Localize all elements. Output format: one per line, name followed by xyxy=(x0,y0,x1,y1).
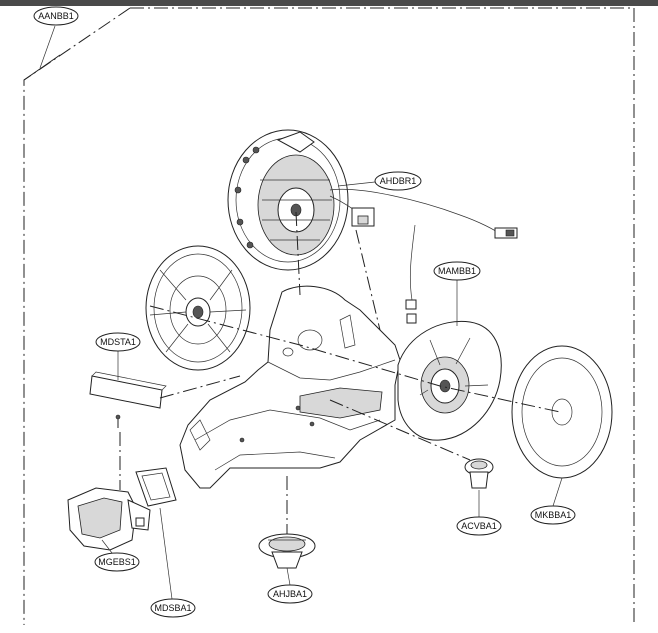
hose-inlet-part xyxy=(67,487,151,551)
assembly-lines xyxy=(119,211,561,534)
callout-mkbba1-label: MKBBA1 xyxy=(535,510,572,520)
assembly-boundary-frame xyxy=(23,7,635,625)
main-body-chassis-part xyxy=(179,285,401,489)
screw-part xyxy=(115,414,121,428)
callout-acvba1-label: ACVBA1 xyxy=(461,521,497,531)
callout-acvba1: ACVBA1 xyxy=(456,516,502,536)
left-wheel-part xyxy=(145,245,251,371)
callout-mgebs1-label: MGEBS1 xyxy=(98,557,136,567)
filter-pad-part xyxy=(89,371,167,409)
callout-ahjba1: AHJBA1 xyxy=(267,584,313,604)
callout-aanbb1: AANBB1 xyxy=(33,6,79,26)
rear-side-panel-part xyxy=(397,320,502,441)
callout-mdsta1-label: MDSTA1 xyxy=(100,337,136,347)
callout-mgebs1: MGEBS1 xyxy=(94,552,140,572)
top-toolbar-strip xyxy=(0,0,658,6)
rear-wheel-part xyxy=(511,345,613,479)
callout-mdsba1: MDSBA1 xyxy=(150,598,196,618)
callout-ahdbr1: AHDBR1 xyxy=(374,171,422,191)
callout-mdsta1: MDSTA1 xyxy=(95,332,141,352)
caster-wheel-part xyxy=(258,533,316,569)
seal-gasket-part xyxy=(135,467,177,507)
callout-mkbba1: MKBBA1 xyxy=(530,505,576,525)
callout-mambb1: MAMBB1 xyxy=(433,261,481,281)
callout-ahjba1-label: AHJBA1 xyxy=(273,589,307,599)
callout-mambb1-label: MAMBB1 xyxy=(438,266,476,276)
valve-part xyxy=(464,458,494,489)
cord-reel-part xyxy=(227,129,518,324)
callout-mdsba1-label: MDSBA1 xyxy=(154,603,191,613)
leader-lines xyxy=(39,25,563,600)
callout-ahdbr1-label: AHDBR1 xyxy=(380,176,417,186)
callout-aanbb1-label: AANBB1 xyxy=(38,11,74,21)
